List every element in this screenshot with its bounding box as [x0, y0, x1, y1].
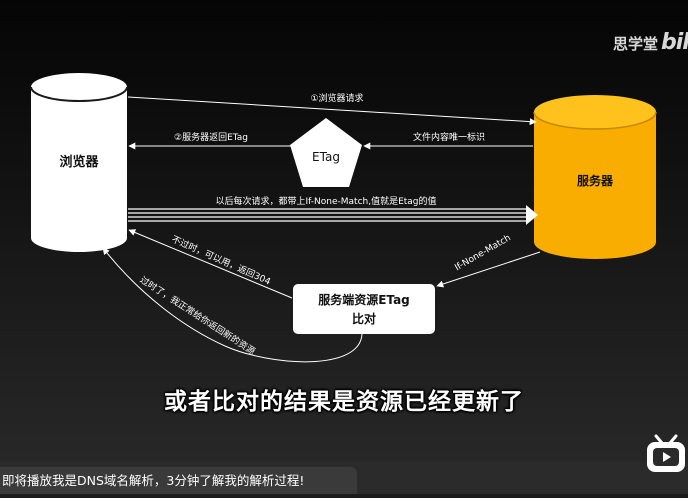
compare-label-line2: 比对 — [352, 311, 376, 326]
edge-every-request — [128, 205, 538, 225]
channel-watermark: 思学堂bili — [613, 30, 688, 55]
edge-not-expired-label: 不过时，可以用，返回304 — [170, 233, 273, 288]
browser-label: 浏览器 — [59, 154, 99, 170]
compare-box — [293, 284, 435, 334]
edge-expired — [102, 247, 363, 363]
edge-every-request-label: 以后每次请求，都带上If-None-Match,值就是Etag的值 — [215, 195, 436, 207]
watermark-text: 思学堂 — [613, 35, 659, 53]
edge-server-return-etag-label: ②服务器返回ETag — [174, 131, 248, 143]
server-label: 服务器 — [577, 173, 614, 188]
edge-browser-request — [127, 96, 537, 126]
video-subtitle: 或者比对的结果是资源已经更新了 — [164, 389, 524, 415]
tv-icon-graphic — [647, 434, 685, 472]
compare-label-line1: 服务端资源ETag — [318, 292, 410, 307]
bilibili-tv-icon[interactable] — [644, 432, 688, 480]
edge-if-none-match — [436, 251, 541, 288]
etag-pentagon — [290, 118, 362, 187]
server-cylinder — [533, 95, 657, 259]
next-video-banner[interactable]: 即将播放我是DNS域名解析，3分钟了解我的解析过程! — [0, 467, 357, 494]
edge-browser-request-label: ①浏览器请求 — [310, 92, 363, 104]
etag-label: ETag — [312, 150, 340, 164]
browser-cylinder — [30, 73, 128, 252]
edge-expired-label: 过时了，我正常给你返回新的资源 — [138, 274, 258, 358]
edge-not-expired — [128, 229, 293, 299]
bilibili-logo-icon: bili — [661, 30, 688, 55]
edge-if-none-match-label: If-None-Match — [453, 233, 512, 273]
edge-file-unique-id-label: 文件内容唯一标识 — [413, 131, 485, 143]
